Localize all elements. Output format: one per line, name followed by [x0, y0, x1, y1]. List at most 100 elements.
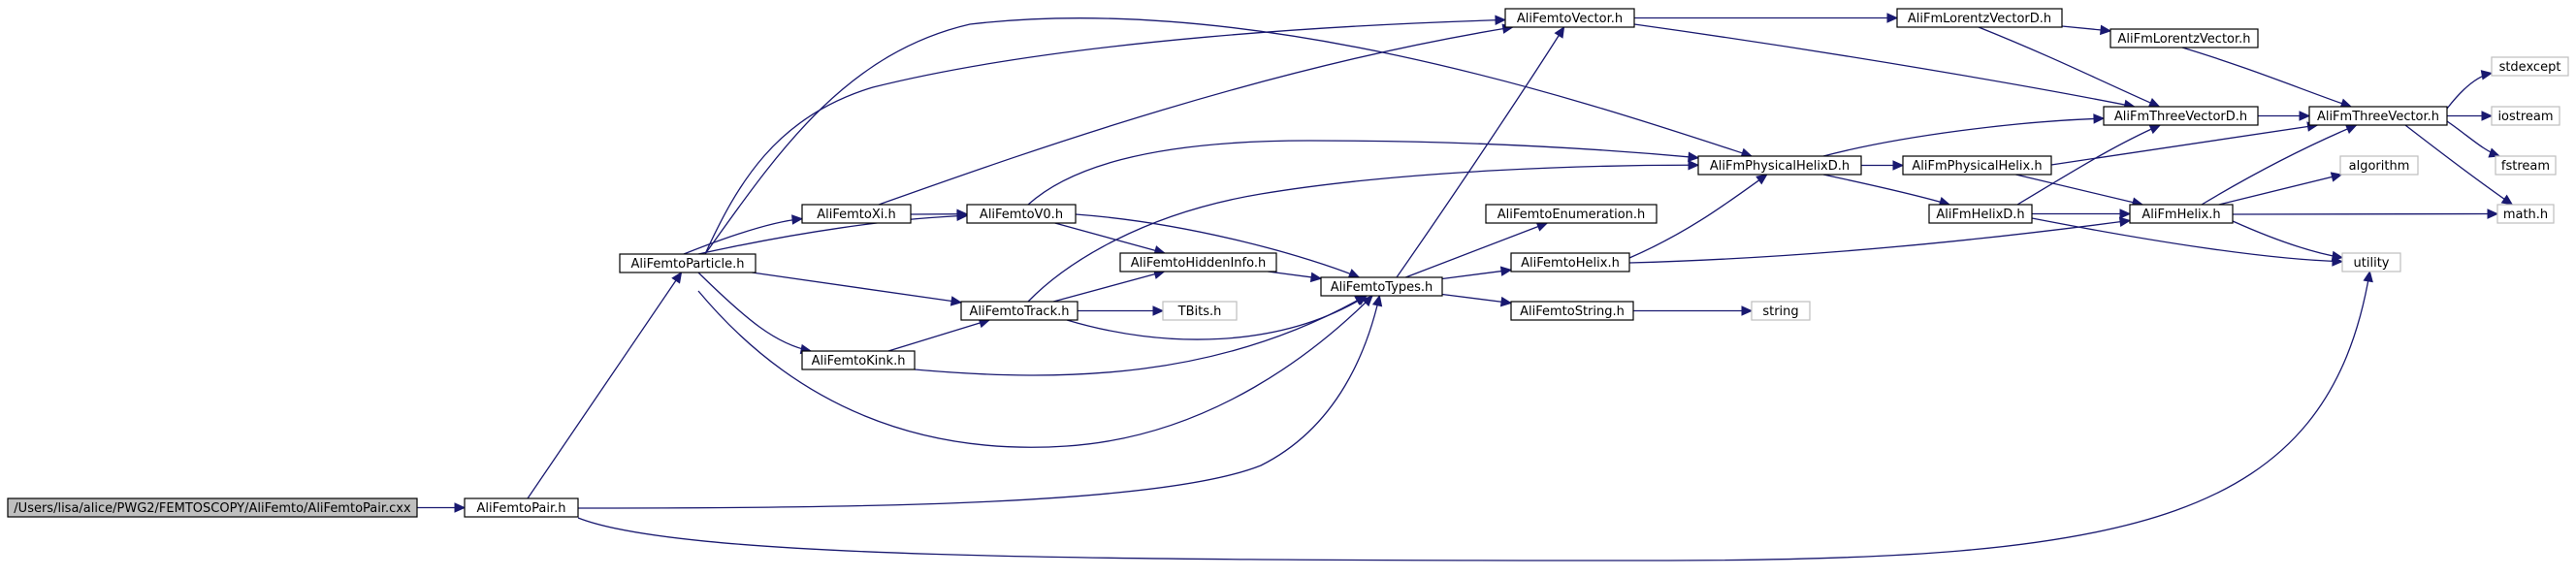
node-fstring[interactable]: AliFemtoString.h	[1510, 301, 1634, 321]
node-box	[1485, 204, 1658, 224]
edge-three-to-iostream	[2447, 111, 2494, 121]
node-box	[801, 350, 916, 370]
node-helix[interactable]: AliFmHelix.h	[2129, 204, 2234, 224]
node-string: string	[1751, 301, 1811, 321]
node-box	[2103, 106, 2259, 126]
node-label: AliFmLorentzVector.h	[2117, 32, 2250, 47]
node-label: math.h	[2503, 208, 2548, 222]
edge-vector-to-lorentzD	[1634, 13, 1899, 23]
edge-three-to-fstream	[2446, 120, 2501, 158]
node-track[interactable]: AliFemtoTrack.h	[960, 301, 1079, 321]
node-label: algorithm	[2349, 159, 2410, 174]
node-label: AliFmThreeVector.h	[2317, 110, 2439, 124]
node-root[interactable]: /Users/lisa/alice/PWG2/FEMTOSCOPY/AliFem…	[7, 497, 418, 518]
node-box	[2341, 252, 2401, 272]
node-label: AliFemtoParticle.h	[631, 257, 745, 272]
node-label: stdexcept	[2499, 60, 2561, 75]
node-pair[interactable]: AliFemtoPair.h	[464, 497, 579, 518]
node-box	[1510, 252, 1630, 272]
node-hidden[interactable]: AliFemtoHiddenInfo.h	[1119, 252, 1277, 272]
node-algorithm: algorithm	[2339, 155, 2419, 176]
edge-pair-to-types	[577, 294, 1383, 509]
edge-particle-to-kink	[697, 272, 813, 355]
edge-threeD-to-three	[2258, 111, 2311, 121]
node-lorentzD[interactable]: AliFmLorentzVectorD.h	[1896, 8, 2063, 28]
node-physhelix[interactable]: AliFmPhysicalHelix.h	[1902, 155, 2052, 176]
edge-three-to-math	[2404, 124, 2514, 206]
node-box	[2496, 204, 2555, 224]
edge-types-to-fstring	[1441, 293, 1513, 307]
edge-hidden-to-types	[1268, 271, 1323, 283]
edge-pair-to-particle	[527, 271, 683, 499]
node-label: AliFmPhysicalHelixD.h	[1710, 159, 1850, 174]
node-box	[1697, 155, 1862, 176]
node-box	[1902, 155, 2052, 176]
edge-three-to-stdexcept	[2446, 70, 2494, 110]
edge-fhelix-to-helix	[1628, 216, 2132, 264]
node-utility: utility	[2341, 252, 2401, 272]
node-label: utility	[2354, 256, 2390, 271]
edge-physhelixD-to-threeD	[1822, 113, 2106, 157]
node-label: AliFmHelixD.h	[1936, 208, 2024, 222]
edge-root-to-pair	[417, 502, 467, 513]
node-enumeration[interactable]: AliFemtoEnumeration.h	[1485, 204, 1658, 224]
node-box	[2339, 155, 2419, 176]
node-types[interactable]: AliFemtoTypes.h	[1320, 276, 1443, 297]
node-fhelix[interactable]: AliFemtoHelix.h	[1510, 252, 1630, 272]
edge-track-to-hidden	[1052, 269, 1166, 303]
node-box	[464, 497, 579, 518]
node-iostream: iostream	[2491, 106, 2560, 126]
node-box	[1162, 301, 1238, 321]
edge-fstring-to-string	[1633, 305, 1754, 316]
edge-vector-to-threeD	[1633, 23, 2136, 111]
node-kink[interactable]: AliFemtoKink.h	[801, 350, 916, 370]
node-box	[1320, 276, 1443, 297]
node-vector[interactable]: AliFemtoVector.h	[1504, 8, 1635, 28]
node-stdexcept: stdexcept	[2491, 56, 2569, 77]
node-label: AliFmLorentzVectorD.h	[1908, 12, 2051, 26]
node-threeD[interactable]: AliFmThreeVectorD.h	[2103, 106, 2259, 126]
edge-lorentzD-to-lorentz	[2061, 24, 2112, 36]
node-label: AliFemtoTrack.h	[970, 305, 1070, 319]
edge-fhelix-to-physhelixD	[1628, 174, 1768, 259]
edge-lorentz-to-three	[2181, 47, 2353, 109]
edge-v0-to-hidden	[1054, 222, 1167, 256]
node-label: string	[1762, 305, 1798, 319]
node-xi[interactable]: AliFemtoXi.h	[801, 204, 912, 224]
node-box	[801, 204, 912, 224]
node-box	[1504, 8, 1635, 28]
node-label: AliFemtoTypes.h	[1331, 280, 1433, 295]
edge-particle-to-vector	[704, 15, 1507, 255]
edge-helix-to-math	[2232, 208, 2499, 219]
node-box	[966, 204, 1077, 224]
node-box	[2491, 56, 2569, 77]
node-label: iostream	[2497, 110, 2553, 124]
node-physhelixD[interactable]: AliFmPhysicalHelixD.h	[1697, 155, 1862, 176]
edge-track-to-types	[1066, 295, 1368, 340]
node-v0[interactable]: AliFemtoV0.h	[966, 204, 1077, 224]
node-label: AliFmHelix.h	[2141, 208, 2220, 222]
edge-helixD-to-helix	[2032, 208, 2132, 219]
node-label: AliFemtoV0.h	[980, 208, 1063, 222]
node-label: AliFemtoEnumeration.h	[1497, 208, 1646, 222]
node-label: AliFemtoXi.h	[817, 208, 896, 222]
edge-particle-to-types	[697, 290, 1373, 448]
node-math: math.h	[2496, 204, 2555, 224]
node-tbits: TBits.h	[1162, 301, 1238, 321]
node-label: AliFemtoHiddenInfo.h	[1131, 256, 1266, 271]
node-particle[interactable]: AliFemtoParticle.h	[619, 253, 757, 273]
node-box	[2495, 155, 2557, 176]
edge-track-to-tbits	[1078, 305, 1165, 316]
node-box	[1119, 252, 1277, 272]
node-helixD[interactable]: AliFmHelixD.h	[1928, 204, 2033, 224]
nodes-layer: /Users/lisa/alice/PWG2/FEMTOSCOPY/AliFem…	[7, 8, 2569, 518]
node-lorentz[interactable]: AliFmLorentzVector.h	[2109, 28, 2259, 48]
edge-kink-to-track	[887, 318, 991, 352]
edge-helix-to-three	[2201, 124, 2358, 206]
node-three[interactable]: AliFmThreeVector.h	[2308, 106, 2448, 126]
node-box	[1510, 301, 1634, 321]
edge-helix-to-algorithm	[2218, 172, 2343, 206]
edge-types-to-fhelix	[1441, 266, 1513, 280]
node-box	[960, 301, 1079, 321]
